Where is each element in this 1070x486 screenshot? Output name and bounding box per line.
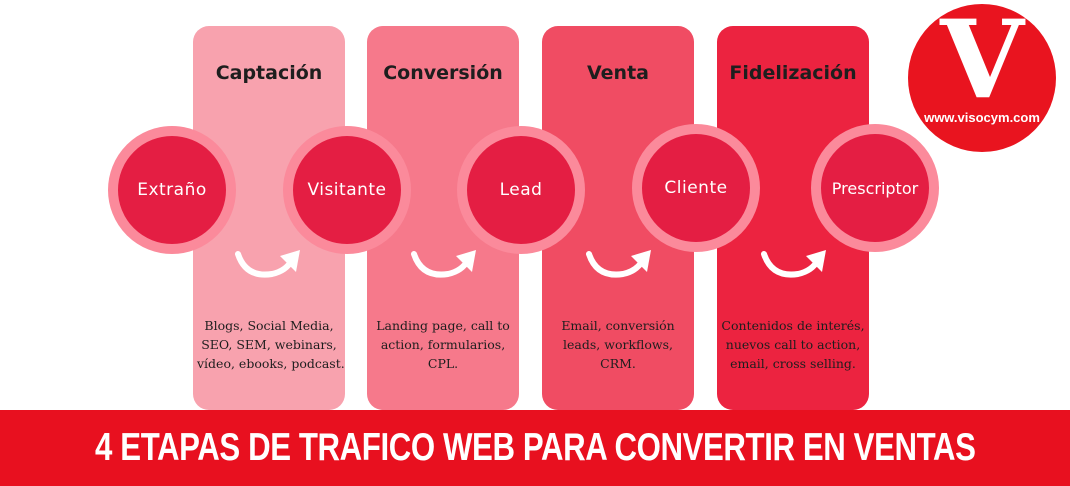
circle-cliente: Cliente: [632, 124, 760, 252]
stage-description-line: Email, conversión: [561, 318, 675, 333]
curved-arrow-icon: [761, 250, 826, 278]
stage-description-line: SEO, SEM, webinars,: [201, 337, 337, 352]
logo-url: www.visocym.com: [924, 110, 1040, 125]
stage-description-line: nuevos call to action,: [725, 337, 861, 352]
stage-description-line: leads, workflows,: [563, 337, 673, 352]
title-banner: 4 ETAPAS DE TRAFICO WEB PARA CONVERTIR E…: [0, 410, 1070, 486]
stage-title: Captación: [215, 62, 323, 84]
stage-description: Landing page, call to action, formulario…: [371, 316, 515, 373]
stage-description-line: Landing page, call to: [376, 318, 510, 333]
curved-arrow-icon: [586, 250, 651, 278]
banner-title: 4 ETAPAS DE TRAFICO WEB PARA CONVERTIR E…: [94, 426, 976, 469]
visocym-logo: V www.visocym.com: [908, 4, 1056, 152]
logo-letter: V: [940, 4, 1024, 123]
stage-title: Fidelización: [729, 62, 857, 84]
stage-title: Venta: [587, 62, 649, 84]
stage-description: Blogs, Social Media, SEO, SEM, webinars,…: [197, 316, 345, 373]
stage-description-line: CPL.: [427, 356, 459, 371]
stage-title: Conversión: [383, 62, 503, 84]
stage-description-line: CRM.: [600, 356, 636, 371]
stage-description-line: Contenidos de interés,: [721, 318, 865, 333]
stage-description-line: vídeo, ebooks, podcast.: [197, 356, 345, 371]
stage-description-line: Blogs, Social Media,: [204, 318, 334, 333]
stage-description: Contenidos de interés, nuevos call to ac…: [721, 316, 865, 373]
curved-arrow-icon: [411, 250, 476, 278]
curved-arrow-icon: [235, 250, 300, 278]
stage-description: Email, conversión leads, workflows, CRM.: [546, 316, 690, 373]
stage-description-line: action, formularios,: [380, 337, 506, 352]
circle-lead: Lead: [457, 126, 585, 254]
circle-visitante: Visitante: [283, 126, 411, 254]
stage-description-line: email, cross selling.: [730, 356, 856, 371]
circle-extrano: Extraño: [108, 126, 236, 254]
circle-prescriptor: Prescriptor: [811, 124, 939, 252]
